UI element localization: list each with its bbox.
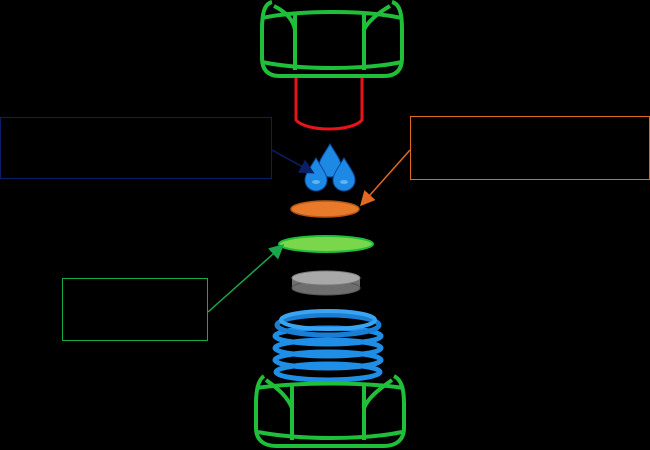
callout-label-orange [411, 117, 649, 129]
blue-callout-arrow [271, 149, 315, 174]
orange-washer [290, 200, 360, 218]
green-callout-arrow [207, 244, 285, 313]
callout-box-green [62, 278, 208, 341]
water-drop-icon [304, 143, 356, 192]
gray-washer [291, 270, 361, 296]
callout-label-green [63, 279, 207, 291]
callout-box-blue [0, 117, 272, 179]
bolt-shank [294, 78, 364, 131]
green-washer [278, 235, 374, 253]
thread-coil-icon [272, 309, 384, 383]
callout-box-orange [410, 116, 650, 180]
bottom-hex-nut-icon [254, 374, 406, 448]
top-hex-nut-icon [260, 0, 404, 78]
orange-callout-arrow [360, 149, 411, 207]
callout-label-blue [1, 118, 271, 130]
